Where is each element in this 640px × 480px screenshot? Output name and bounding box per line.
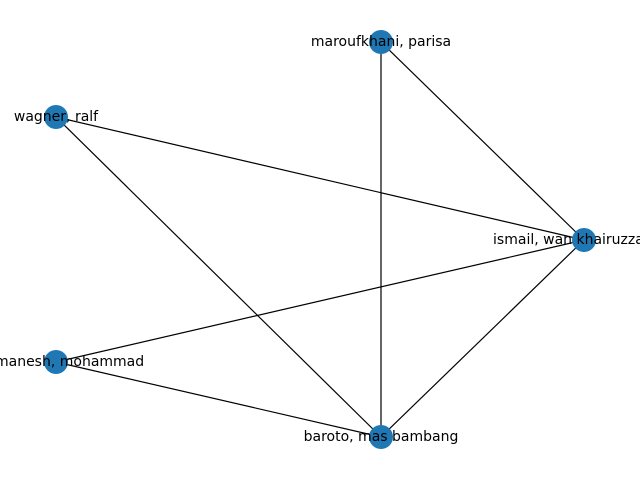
edge-n1-n3 xyxy=(380,41,585,241)
node-label-n5: baroto, mas bambang xyxy=(304,429,459,445)
node-label-n4: iranmanesh, mohammad xyxy=(0,354,144,370)
node-n2 xyxy=(44,105,68,129)
edge-n4-n5 xyxy=(55,361,382,438)
edge-n2-n5 xyxy=(55,116,382,438)
edge-n3-n5 xyxy=(380,239,585,438)
nodes-layer xyxy=(44,30,596,449)
node-n3 xyxy=(572,228,596,252)
edge-n4-n3 xyxy=(55,239,585,363)
edge-n2-n3 xyxy=(55,116,585,241)
edges-layer xyxy=(55,41,585,438)
node-n1 xyxy=(369,30,393,54)
node-label-n1: maroufkhani, parisa xyxy=(311,34,451,50)
node-n5 xyxy=(369,425,393,449)
labels-layer: maroufkhani, parisa wagner, ralf ismail, w… xyxy=(0,34,640,445)
node-n4 xyxy=(44,350,68,374)
node-label-n2: wagner, ralf xyxy=(14,109,99,125)
